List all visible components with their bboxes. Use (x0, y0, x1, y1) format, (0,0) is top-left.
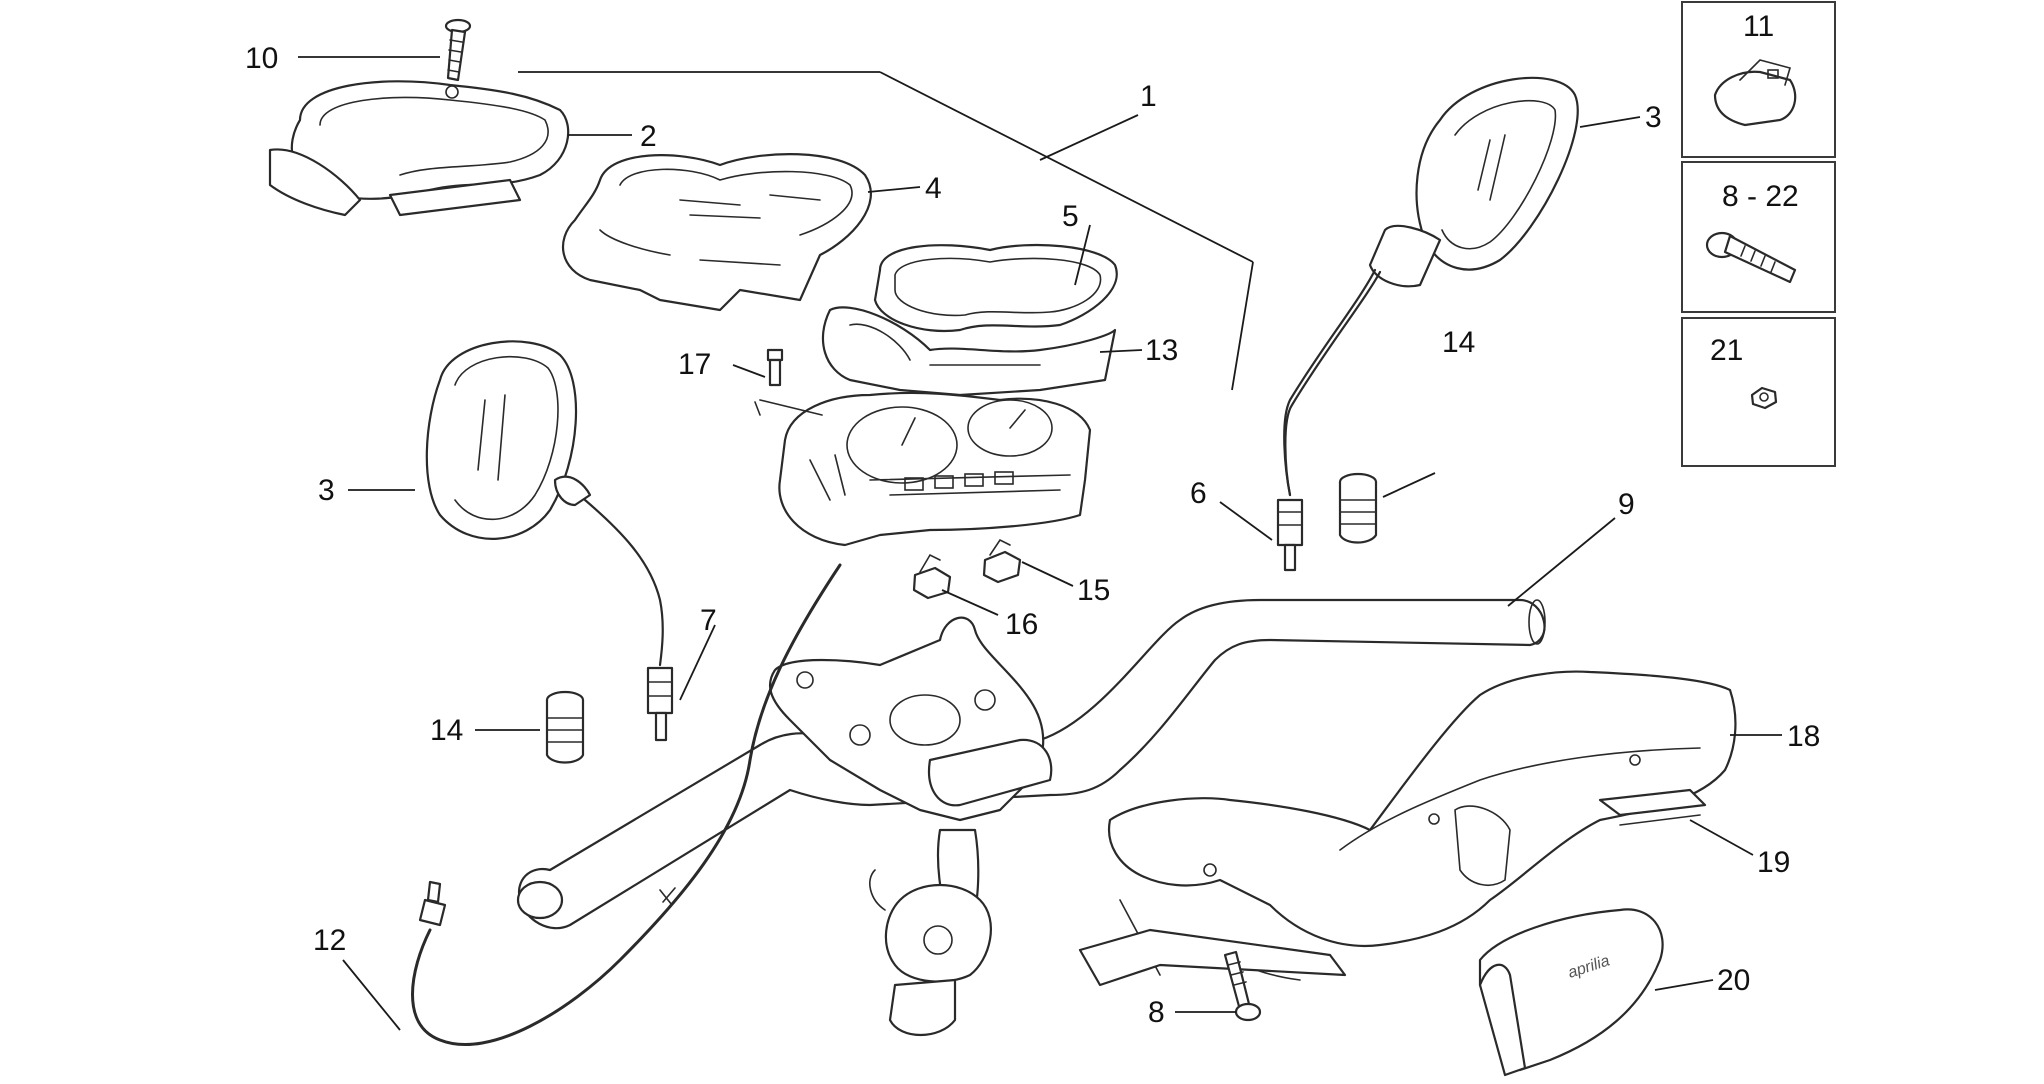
callout-2: 2 (640, 120, 657, 153)
speedometer-cable-part-12 (411, 563, 842, 1046)
callout-21: 21 (1710, 334, 1743, 367)
instrument-cluster-dials (778, 391, 1092, 547)
callout-13: 13 (1145, 334, 1178, 367)
callout-19: 19 (1757, 846, 1790, 879)
callout-6: 6 (1190, 477, 1207, 510)
instrument-bezel-part-5 (873, 243, 1118, 332)
detail-box-part-8-22 (1681, 161, 1836, 313)
callout-16: 16 (1005, 608, 1038, 641)
callout-8-22: 8 - 22 (1722, 180, 1799, 213)
instrument-housing-part-4 (561, 153, 872, 312)
callout-8-bottom: 8 (1148, 996, 1165, 1029)
bracket-part-19 (1598, 788, 1707, 826)
detail-box-part-11 (1681, 1, 1836, 158)
bar-end-weight-part-14-right (1338, 472, 1378, 544)
detail-box-part-21 (1681, 317, 1836, 467)
callout-14-right: 14 (1442, 326, 1475, 359)
leader-lines (298, 56, 1782, 1031)
callout-17: 17 (678, 348, 711, 381)
callout-9: 9 (1618, 488, 1635, 521)
callout-20: 20 (1717, 964, 1750, 997)
left-mirror-part-3 (425, 340, 674, 742)
screw-part-17 (754, 348, 823, 416)
nut-part-15 (982, 538, 1022, 584)
screw-part-8 (1223, 950, 1262, 1022)
callout-1: 1 (1140, 80, 1157, 113)
lower-bracket (1078, 863, 1347, 987)
callout-12: 12 (313, 924, 346, 957)
callout-3-left: 3 (318, 474, 335, 507)
instrument-cover-part-2 (268, 80, 570, 217)
cover-part-20: aprilia (1478, 908, 1664, 1077)
bar-end-weight-part-14-left (545, 690, 585, 764)
callout-11: 11 (1743, 10, 1774, 43)
callout-4: 4 (925, 172, 942, 205)
callout-5: 5 (1062, 200, 1079, 233)
callout-3-right: 3 (1645, 101, 1662, 134)
callout-10: 10 (245, 42, 278, 75)
callout-14-left: 14 (430, 714, 463, 747)
right-mirror-part-3 (1276, 76, 1579, 572)
upper-yoke (768, 616, 1053, 1037)
callout-labels: 10 2 1 3 4 5 13 17 6 14 9 15 16 3 7 14 1… (245, 10, 1820, 1029)
screw-part-10 (444, 18, 472, 82)
callout-18: 18 (1787, 720, 1820, 753)
instrument-frame-part-13 (821, 306, 1117, 397)
callout-15: 15 (1077, 574, 1110, 607)
callout-7: 7 (700, 604, 717, 637)
